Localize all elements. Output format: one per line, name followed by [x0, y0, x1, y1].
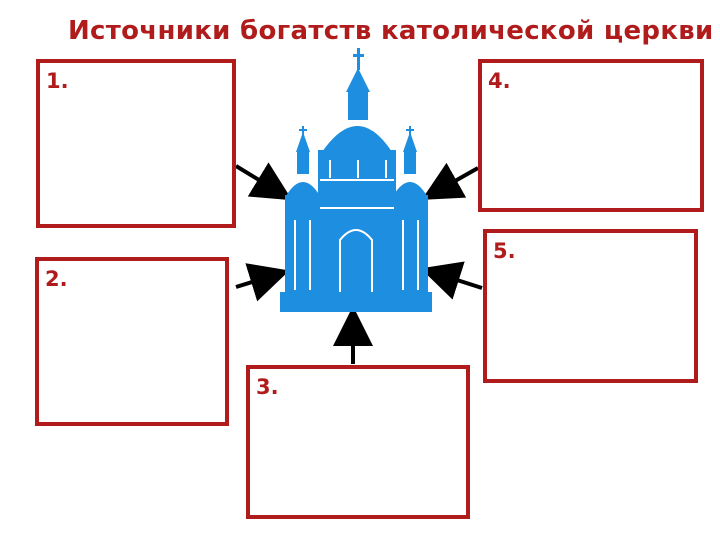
diagram-title: Источники богатств католической церкви	[68, 16, 714, 46]
box-number: 3.	[256, 375, 279, 399]
arrow-1	[234, 162, 293, 201]
answer-box-4[interactable]: 4.	[478, 59, 704, 212]
box-number: 4.	[488, 69, 511, 93]
box-number: 2.	[45, 267, 68, 291]
answer-box-3[interactable]: 3.	[246, 365, 470, 519]
answer-box-1[interactable]: 1.	[36, 59, 236, 228]
box-number: 1.	[46, 69, 69, 93]
arrow-5	[420, 261, 483, 300]
church-details	[294, 160, 419, 292]
box-number: 5.	[493, 239, 516, 263]
answer-box-2[interactable]: 2.	[35, 257, 229, 426]
answer-box-5[interactable]: 5.	[483, 229, 698, 383]
arrow-4	[421, 162, 479, 200]
arrow-2	[235, 263, 290, 302]
